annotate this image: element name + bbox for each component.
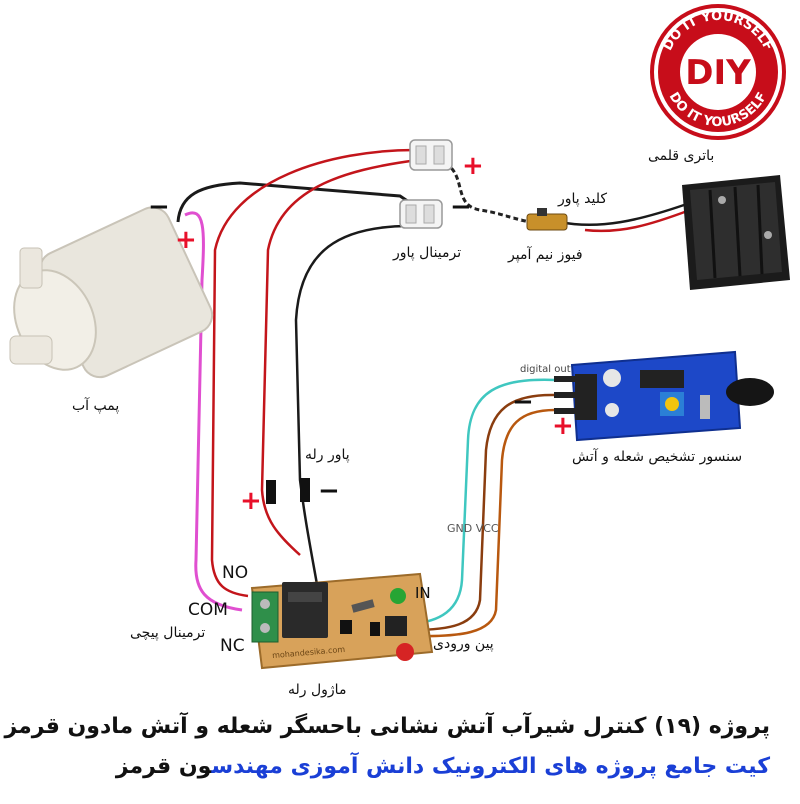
plus-sign-pump: + <box>175 225 197 255</box>
power-terminal-label: ترمینال پاور <box>393 245 462 261</box>
plus-sign-relay-power: + <box>240 486 262 516</box>
battery-wire-black <box>559 203 685 227</box>
battery-label: باتری قلمی <box>648 148 715 164</box>
battery-holder <box>682 175 790 290</box>
screw-terminal-label: ترمینال پیچی <box>130 625 206 641</box>
pump-label: پمپ آب <box>72 398 120 414</box>
com-label: COM <box>188 600 228 620</box>
black-wire-relay-power <box>294 224 411 591</box>
sensor-wire-signal <box>409 378 556 626</box>
water-pump <box>9 206 214 379</box>
relay-module-board <box>250 572 434 670</box>
relay-power-minus-connector <box>300 478 310 502</box>
red-wire-no <box>210 148 416 598</box>
plus-sign-top-terminal: + <box>462 151 484 181</box>
relay-power-plus-connector <box>266 480 276 504</box>
flame-sensor-board <box>554 350 774 442</box>
sensor-label: سنسور تشخیص شعله و آتش <box>572 449 743 465</box>
pump-negative-wire <box>176 181 413 223</box>
footer-subtitle-tail: ون قرمز <box>115 754 212 779</box>
battery-wire-red <box>584 208 691 233</box>
footer-subtitle: کیت جامع پروژه های الکترونیک دانش آموزی … <box>30 754 770 779</box>
power-terminal-top <box>409 139 453 171</box>
in-label: IN <box>415 584 431 602</box>
sensor-wire-gnd <box>411 393 556 632</box>
pump-positive-wire <box>184 211 243 612</box>
relay-power-label: پاور رله <box>305 447 350 463</box>
minus-sign-pump: − <box>148 192 170 222</box>
plus-sign-sensor: + <box>552 411 574 441</box>
red-wire-relay-power <box>260 158 419 556</box>
sensor-wire-vcc <box>413 408 556 638</box>
power-switch <box>526 208 568 231</box>
twisted-wire <box>437 158 531 224</box>
power-terminal-bottom <box>399 199 443 229</box>
gnd-vcc-label: GND VCC <box>447 522 499 535</box>
digital-out-label: digital out <box>520 364 571 375</box>
logo-center-text: DIY <box>685 53 751 93</box>
footer-subtitle-blue: کیت جامع پروژه های الکترونیک دانش آموزی … <box>211 754 770 779</box>
footer-title: پروژه (۱۹) کنترل شیرآب آتش نشانی باحسگر … <box>4 714 770 739</box>
input-pin-label: پین ورودی <box>433 636 494 652</box>
no-label: NO <box>222 563 249 583</box>
fuse-label: فیوز نیم آمپر <box>508 247 583 263</box>
minus-sign-bottom-terminal: − <box>450 192 472 222</box>
power-switch-label: کلید پاور <box>558 191 608 207</box>
diy-logo: DO IT YOURSELF DO IT YOURSELF DIY <box>650 4 786 140</box>
nc-label: NC <box>220 636 245 656</box>
relay-module-label: ماژول رله <box>288 682 347 698</box>
minus-sign-relay-power: − <box>318 476 340 506</box>
minus-sign-sensor: − <box>512 387 534 417</box>
